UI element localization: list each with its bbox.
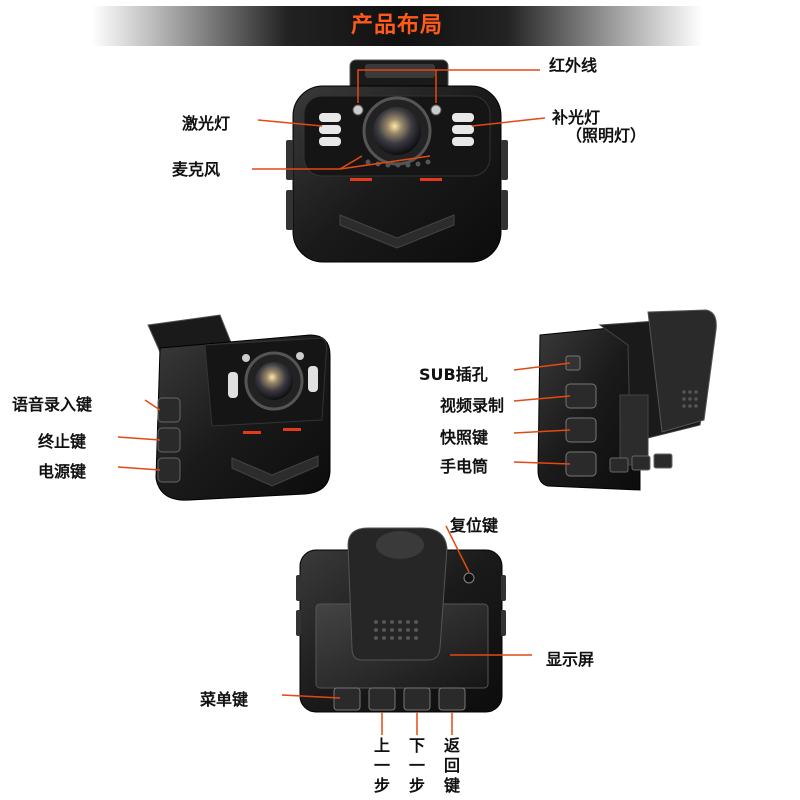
right-clip [647, 309, 717, 433]
infrared-led-left [352, 104, 364, 116]
label-laser: 激光灯 [182, 114, 231, 133]
device-front-view [286, 59, 508, 263]
flashlight-button[interactable] [565, 451, 597, 477]
label-flashlight: 手电筒 [440, 457, 489, 476]
power-button[interactable] [157, 457, 181, 483]
label-voice-record: 语音录入键 [12, 395, 93, 414]
page-title: 产品布局 [350, 13, 443, 38]
label-reset: 复位键 [450, 516, 499, 535]
front-grip-chevron [339, 214, 455, 249]
next-button[interactable] [403, 687, 431, 711]
label-video-record: 视频录制 [440, 396, 505, 415]
laser-light-1 [319, 113, 341, 122]
fill-light-1 [452, 113, 474, 122]
prev-button[interactable] [368, 687, 396, 711]
fill-light-3 [452, 137, 474, 146]
indicator-led-left [350, 178, 372, 181]
stop-button[interactable] [157, 427, 181, 453]
title-banner: 产品布局 [92, 6, 702, 46]
microphone-holes [365, 159, 431, 168]
fill-light-2 [452, 125, 474, 134]
menu-button[interactable] [333, 687, 361, 711]
back-clip [347, 527, 448, 661]
label-menu: 菜单键 [200, 690, 249, 709]
video-record-button[interactable] [565, 383, 597, 409]
label-stop: 终止键 [38, 432, 87, 451]
back-speaker-grille [374, 620, 418, 640]
label-back: 返 回 键 [443, 736, 460, 795]
label-fill-light-sub: （照明灯） [566, 126, 647, 145]
camera-lens-icon [373, 107, 421, 155]
right-speaker-grille [682, 390, 698, 408]
indicator-led-right [420, 178, 442, 181]
label-infrared: 红外线 [549, 56, 598, 75]
label-display: 显示屏 [546, 650, 595, 669]
label-snapshot: 快照键 [440, 428, 489, 447]
label-fill-light: 补光灯 [552, 108, 601, 127]
label-usb: SUB插孔 [419, 365, 488, 384]
back-button[interactable] [438, 687, 466, 711]
label-prev: 上 一 步 [373, 736, 390, 795]
label-next: 下 一 步 [408, 736, 425, 795]
reset-button[interactable] [463, 572, 475, 584]
device-right-view [537, 309, 717, 491]
infrared-led-right [430, 104, 442, 116]
label-power: 电源键 [38, 462, 87, 481]
device-left-view [147, 314, 331, 501]
voice-record-button[interactable] [157, 397, 181, 423]
laser-light-3 [319, 137, 341, 146]
label-microphone: 麦克风 [172, 160, 221, 179]
device-back-view [296, 527, 506, 713]
callout-lines [117, 69, 571, 735]
left-lens-icon [255, 362, 293, 400]
snapshot-button[interactable] [565, 417, 597, 443]
laser-light-2 [319, 125, 341, 134]
